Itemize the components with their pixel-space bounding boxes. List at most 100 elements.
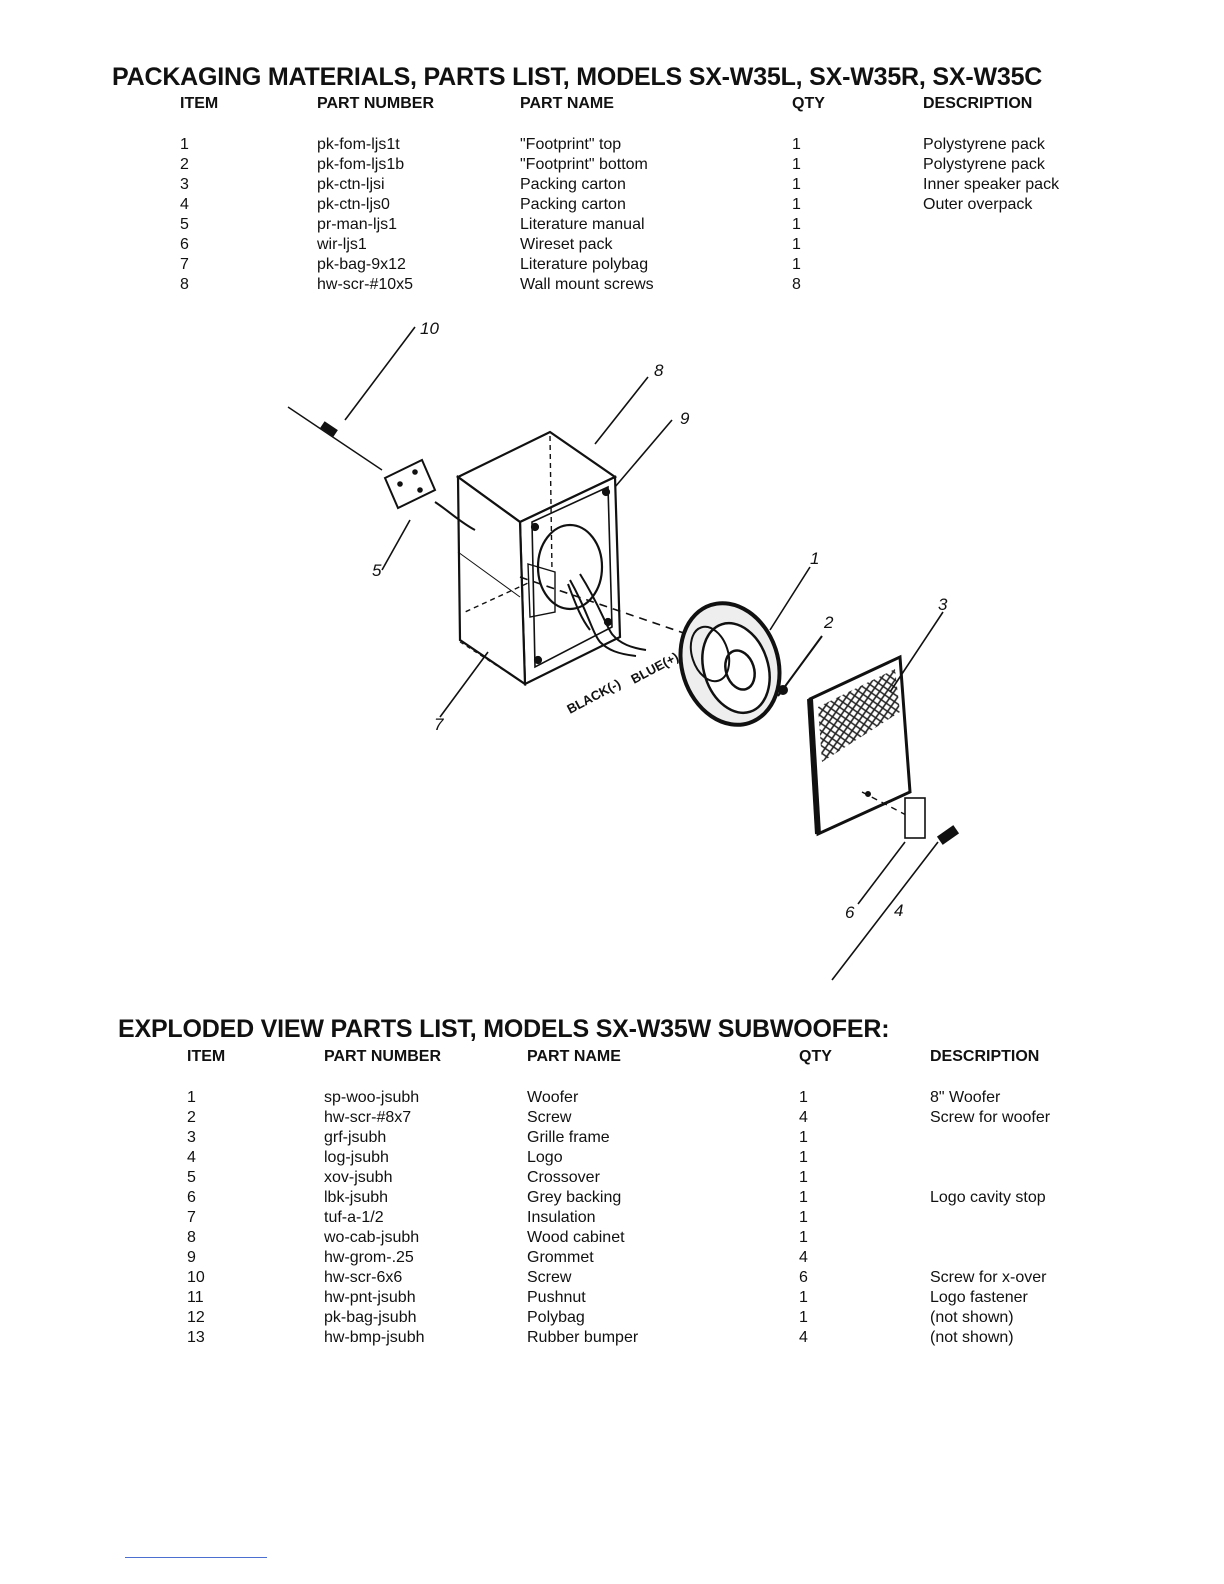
callout-label: 9 [680,409,690,428]
part-name-cell: Wireset pack [520,236,613,253]
description-cell: Inner speaker pack [923,176,1060,193]
part-name-cell: Screw [527,1109,572,1126]
woofer [678,601,782,727]
crossover-screw [287,406,383,471]
part-name-cell: Packing carton [520,176,626,193]
description-cell: (not shown) [930,1309,1014,1326]
part-name-cell: Packing carton [520,196,626,213]
part-number-cell: wo-cab-jsubh [324,1229,420,1246]
qty-cell: 1 [792,216,801,233]
part-name-cell: Grille frame [527,1129,610,1146]
logo [936,825,960,845]
item-cell: 7 [187,1209,196,1226]
description-cell [930,1228,1120,1248]
part-name-cell: Crossover [527,1169,600,1186]
table-spacer-row [177,117,1113,135]
item-cell: 5 [187,1169,196,1186]
description-cell: (not shown) [930,1329,1014,1346]
part-name-cell: "Footprint" top [520,136,622,153]
woofer-wires [434,501,647,657]
part-number-cell: pr-man-ljs1 [317,216,398,233]
part-number-cell: hw-pnt-jsubh [324,1289,416,1306]
callout-label: 3 [938,595,948,614]
column-header-part-name: PART NAME [527,1048,621,1065]
callout-label: 5 [372,561,382,580]
callout-leader-lines [344,326,944,981]
crossover [383,458,437,510]
qty-cell: 1 [792,136,801,153]
part-name-cell: Pushnut [527,1289,586,1306]
part-name-cell: Grey backing [527,1189,622,1206]
logo-axis-line [861,791,911,818]
item-cell: 13 [187,1329,205,1346]
qty-cell: 1 [799,1149,808,1166]
part-name-cell: Screw [527,1269,572,1286]
blue-wire-label: BLUE(+) [628,649,681,686]
item-cell: 8 [187,1229,196,1246]
part-name-cell: Grommet [527,1249,594,1266]
packaging-title: PACKAGING MATERIALS, PARTS LIST, MODELS … [112,63,1043,91]
item-cell: 11 [187,1289,204,1306]
qty-cell: 1 [792,236,801,253]
description-cell [923,275,1113,295]
column-header-part-number: PART NUMBER [324,1048,442,1065]
item-cell: 5 [180,216,189,233]
part-name-cell: Insulation [527,1209,596,1226]
qty-cell: 1 [799,1229,808,1246]
qty-cell: 1 [799,1169,808,1186]
exploded-title: EXPLODED VIEW PARTS LIST, MODELS SX-W35W… [118,1015,890,1043]
part-number-cell: grf-jsubh [324,1129,387,1146]
part-number-cell: hw-bmp-jsubh [324,1329,425,1346]
item-cell: 9 [187,1249,196,1266]
part-number-cell: xov-jsubh [324,1169,393,1186]
qty-cell: 6 [799,1269,808,1286]
part-number-cell: sp-woo-jsubh [324,1089,420,1106]
description-cell [930,1248,1120,1268]
description-cell [930,1128,1120,1148]
column-header-description: DESCRIPTION [930,1048,1040,1065]
callout-label: 2 [823,613,834,632]
description-cell: Logo cavity stop [930,1189,1046,1206]
grille-frame [807,654,912,837]
description-cell [923,215,1113,235]
exploded-parts-table: ITEM PART NUMBER PART NAME QTY DESCRIPTI… [184,1048,1120,1348]
item-cell: 1 [187,1089,196,1106]
black-wire-label: BLACK(-) [564,676,623,717]
part-name-cell: Woofer [527,1089,579,1106]
description-cell: Screw for woofer [930,1109,1051,1126]
qty-cell: 1 [792,196,801,213]
part-number-cell: hw-scr-#10x5 [317,276,414,293]
part-number-cell: lbk-jsubh [324,1189,389,1206]
item-cell: 2 [180,156,189,173]
callout-label: 7 [434,715,444,734]
qty-cell: 1 [799,1289,808,1306]
column-header-item: ITEM [187,1048,226,1065]
part-number-cell: pk-ctn-ljsi [317,176,385,193]
packaging-parts-table: ITEM PART NUMBER PART NAME QTY DESCRIPTI… [177,95,1113,295]
column-header-description: DESCRIPTION [923,95,1033,112]
callout-label: 8 [654,361,664,380]
callout-label: 10 [420,319,439,338]
description-cell [930,1208,1120,1228]
item-cell: 3 [187,1129,196,1146]
column-header-qty: QTY [792,95,825,112]
qty-cell: 1 [799,1209,808,1226]
part-name-cell: Literature polybag [520,256,649,273]
part-number-cell: pk-fom-ljs1t [317,136,400,153]
footer-rule [125,1557,267,1558]
